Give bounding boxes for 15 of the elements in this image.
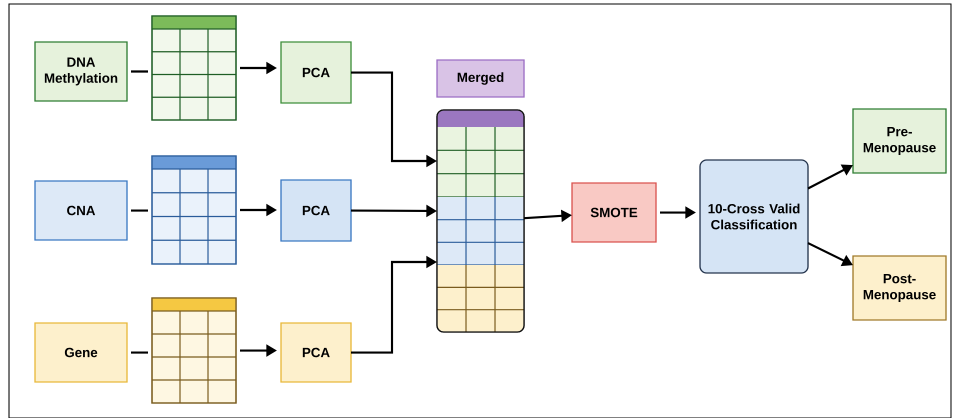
process-box: PCA bbox=[280, 322, 352, 383]
data-table bbox=[151, 15, 237, 121]
process-box: SMOTE bbox=[571, 182, 657, 243]
title-box: Merged bbox=[436, 59, 525, 98]
data-table bbox=[151, 297, 237, 404]
process-box: 10-Cross Valid Classification bbox=[699, 159, 809, 274]
merged-table bbox=[436, 109, 525, 333]
input-box: CNA bbox=[34, 180, 128, 241]
process-box: PCA bbox=[280, 179, 352, 242]
process-box: PCA bbox=[280, 41, 352, 104]
input-box: DNA Methylation bbox=[34, 41, 128, 102]
output-box: Pre- Menopause bbox=[852, 108, 947, 174]
output-box: Post- Menopause bbox=[852, 255, 947, 321]
input-box: Gene bbox=[34, 322, 128, 383]
data-table bbox=[151, 155, 237, 265]
